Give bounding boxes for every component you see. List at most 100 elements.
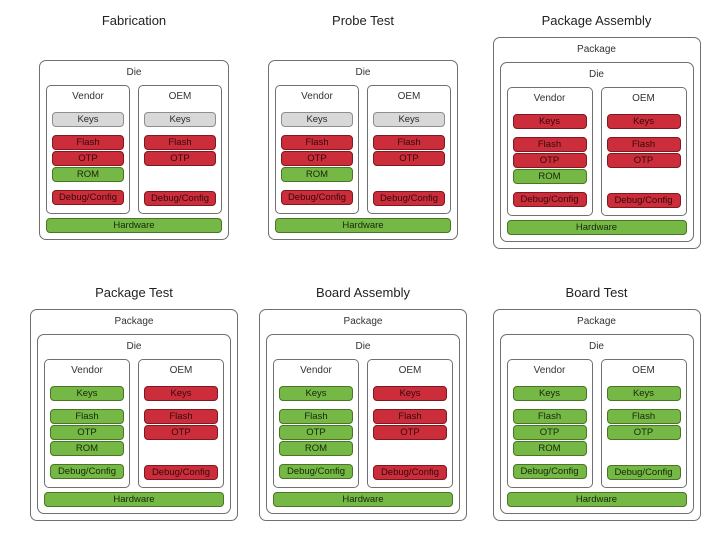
memory-stack: Flash OTP ROM xyxy=(52,135,124,182)
die-label: Die xyxy=(126,341,142,352)
spacer xyxy=(607,185,681,193)
memory-stack: Flash OTP xyxy=(373,135,445,166)
stage-title: Package Test xyxy=(95,285,173,300)
otp-box: OTP xyxy=(144,151,216,166)
package-label: Package xyxy=(343,316,383,327)
spacer xyxy=(144,401,218,409)
oem-label: OEM xyxy=(632,93,655,104)
vendor-column: Vendor Keys Flash OTP ROM Debug/Config xyxy=(44,359,130,488)
memory-stack: Flash OTP ROM xyxy=(279,409,353,456)
otp-box: OTP xyxy=(52,151,124,166)
flash-box: Flash xyxy=(512,137,587,152)
keys-box: Keys xyxy=(512,386,587,401)
spacer xyxy=(281,182,353,190)
debug-config-box: Debug/Config xyxy=(52,190,124,205)
die-box: Die Vendor Keys Flash OTP ROM xyxy=(499,62,694,242)
memory-stack: Flash OTP xyxy=(373,409,447,440)
spacer xyxy=(52,182,124,190)
flash-box: Flash xyxy=(512,409,587,424)
vendor-column: Vendor Keys Flash OTP ROM Debug/Config xyxy=(275,85,359,214)
keys-box: Keys xyxy=(512,114,587,129)
vendor-label: Vendor xyxy=(533,93,566,104)
rom-placeholder xyxy=(607,168,681,185)
die-box: Die Vendor Keys Flash OTP ROM xyxy=(266,334,460,514)
spacer xyxy=(52,127,124,135)
stage-diagram: Package Die Vendor Keys Flash OTP ROM xyxy=(492,309,701,521)
stage-board-test: Board Test Package Die Vendor Keys Flash… xyxy=(474,272,719,545)
spacer xyxy=(279,401,353,409)
oem-label: OEM xyxy=(398,365,422,376)
oem-label: OEM xyxy=(397,91,421,102)
die-label: Die xyxy=(355,341,371,352)
otp-box: OTP xyxy=(512,153,587,168)
stage-probe-test: Probe Test Die Vendor Keys Flash OTP ROM xyxy=(252,0,474,272)
stage-board-assembly: Board Assembly Package Die Vendor Keys F… xyxy=(252,272,474,545)
die-columns: Vendor Keys Flash OTP ROM Debug/Config xyxy=(506,87,687,216)
stage-diagram: Die Vendor Keys Flash OTP ROM Debug/Conf… xyxy=(268,60,458,240)
rom-box: ROM xyxy=(281,167,353,182)
debug-config-box: Debug/Config xyxy=(606,193,681,208)
debug-config-box: Debug/Config xyxy=(50,464,124,479)
die-box: Die Vendor Keys Flash OTP ROM Debug/Conf… xyxy=(39,60,229,240)
rom-box: ROM xyxy=(52,167,124,182)
vendor-label: Vendor xyxy=(300,365,332,376)
hardware-bar: Hardware xyxy=(506,492,687,507)
die-label: Die xyxy=(588,69,604,80)
memory-stack: Flash OTP xyxy=(606,137,681,168)
keys-box: Keys xyxy=(144,386,218,401)
rom-placeholder xyxy=(144,166,216,183)
die-box: Die Vendor Keys Flash OTP ROM xyxy=(37,334,231,514)
keys-box: Keys xyxy=(606,114,681,129)
debug-config-box: Debug/Config xyxy=(512,464,587,479)
stage-title: Fabrication xyxy=(101,13,167,28)
rom-box: ROM xyxy=(512,441,587,456)
spacer xyxy=(144,127,216,135)
flash-box: Flash xyxy=(606,409,681,424)
rom-box: ROM xyxy=(512,169,587,184)
stage-diagram: Package Die Vendor Keys Flash OTP ROM xyxy=(259,309,467,521)
spacer xyxy=(607,457,681,465)
rom-placeholder xyxy=(373,166,445,183)
oem-column: OEM Keys Flash OTP Debug/Config xyxy=(367,85,451,214)
debug-config-box: Debug/Config xyxy=(279,464,353,479)
package-box: Package Die Vendor Keys Flash OTP ROM xyxy=(259,309,467,521)
keys-box: Keys xyxy=(52,112,124,127)
flash-box: Flash xyxy=(144,135,216,150)
package-label: Package xyxy=(114,316,154,327)
hardware-bar: Hardware xyxy=(46,218,222,233)
stage-diagram: Die Vendor Keys Flash OTP ROM Debug/Conf… xyxy=(39,60,229,240)
debug-config-box: Debug/Config xyxy=(144,191,216,206)
spacer xyxy=(281,127,353,135)
vendor-column: Vendor Keys Flash OTP ROM Debug/Config xyxy=(46,85,130,214)
hardware-bar: Hardware xyxy=(506,220,687,235)
flash-box: Flash xyxy=(279,409,353,424)
otp-box: OTP xyxy=(373,425,447,440)
debug-config-box: Debug/Config xyxy=(512,192,587,207)
otp-box: OTP xyxy=(373,151,445,166)
oem-column: OEM Keys Flash OTP Debug/Config xyxy=(600,359,687,488)
debug-config-box: Debug/Config xyxy=(373,191,445,206)
flash-box: Flash xyxy=(52,135,124,150)
spacer xyxy=(513,184,587,192)
spacer xyxy=(373,401,447,409)
spacer xyxy=(607,401,681,409)
vendor-label: Vendor xyxy=(71,365,103,376)
stage-title: Package Assembly xyxy=(541,13,652,28)
spacer xyxy=(373,127,445,135)
rom-placeholder xyxy=(607,440,681,457)
vendor-label: Vendor xyxy=(301,91,333,102)
flash-box: Flash xyxy=(144,409,218,424)
die-label: Die xyxy=(126,67,142,78)
vendor-label: Vendor xyxy=(533,365,566,376)
oem-column: OEM Keys Flash OTP Debug/Config xyxy=(600,87,687,216)
keys-box: Keys xyxy=(606,386,681,401)
otp-box: OTP xyxy=(606,425,681,440)
package-box: Package Die Vendor Keys Flash OTP ROM xyxy=(492,37,701,249)
spacer xyxy=(373,183,445,191)
spacer xyxy=(513,129,587,137)
rom-box: ROM xyxy=(50,441,124,456)
oem-column: OEM Keys Flash OTP Debug/Config xyxy=(138,359,224,488)
spacer xyxy=(279,456,353,464)
memory-stack: Flash OTP ROM xyxy=(281,135,353,182)
